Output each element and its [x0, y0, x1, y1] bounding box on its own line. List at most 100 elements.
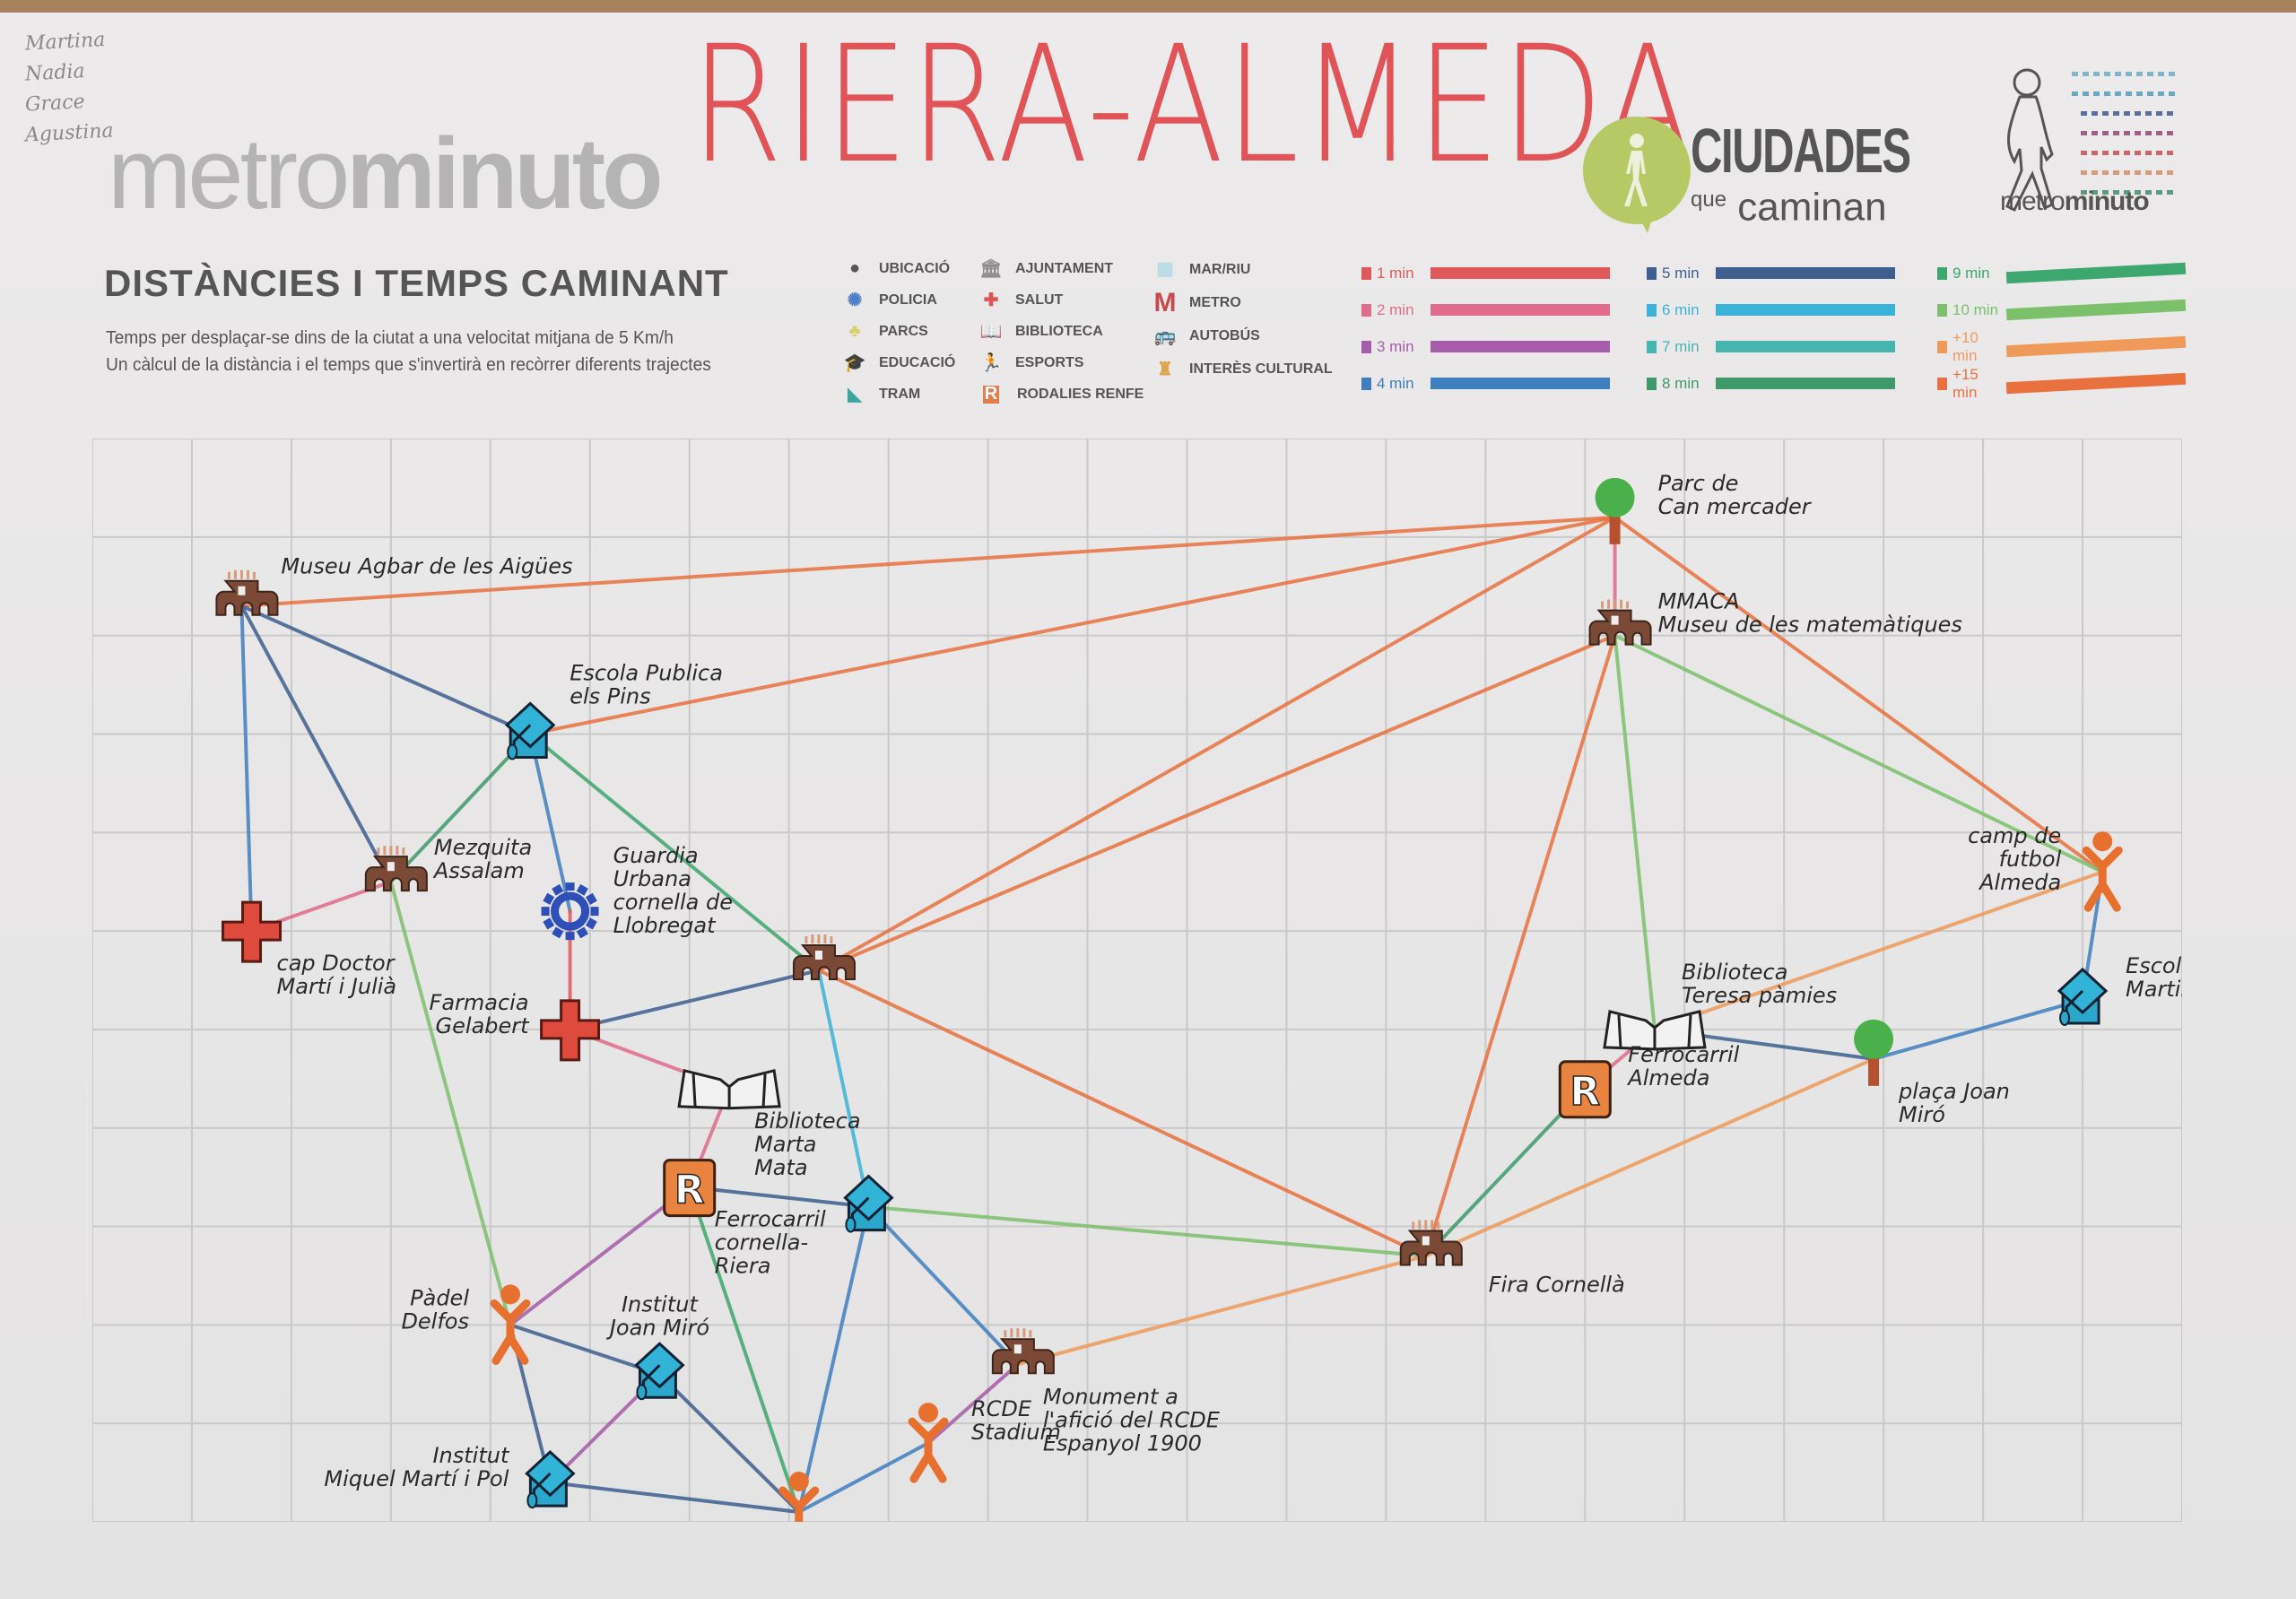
- place-label: Llobregat: [613, 913, 718, 938]
- minutes-legend-item: +15 min: [1937, 365, 2187, 402]
- legend-label: POLICIA: [879, 291, 937, 308]
- minutes-legend-item: 10 min: [1937, 291, 2187, 328]
- grid-lines: [92, 439, 2182, 1522]
- cultural-icon: [1588, 599, 1652, 646]
- route-fira-placa_miro: [1423, 1056, 1876, 1258]
- runner-icon: 🏃: [979, 353, 1003, 373]
- place-escola_martinet[interactable]: EscolaMartinet: [2057, 953, 2182, 1026]
- logo-bold: minuto: [2064, 187, 2150, 216]
- minutes-legend-item: +10 min: [1937, 328, 2187, 365]
- minutes-bar: [2005, 262, 2187, 284]
- water-square-icon: ■: [1155, 252, 1175, 286]
- route-farmacia-ajuntament_center: [568, 969, 821, 1031]
- location-dot-icon: ●: [848, 258, 861, 278]
- minutes-legend-item: 8 min: [1647, 365, 1895, 402]
- place-label: Mezquita: [434, 835, 532, 860]
- library-icon: [1603, 1010, 1707, 1051]
- library-icon: [677, 1068, 781, 1110]
- legend-label: SALUT: [1015, 291, 1064, 308]
- route-camp_cornella-rcde: [796, 1441, 930, 1515]
- legend-label: ESPORTS: [1015, 354, 1084, 370]
- place-label: futbol: [1999, 847, 2062, 872]
- place-label: Parc de: [1658, 471, 1739, 496]
- minutes-legend-item: 4 min: [1361, 365, 1610, 402]
- place-escola_c[interactable]: [843, 1174, 894, 1233]
- legend-item: ■MAR/RIU: [1153, 252, 1333, 286]
- route-ajuntament_center-parc_mercader: [816, 515, 1617, 973]
- bus-icon: 🚌: [1153, 326, 1177, 346]
- place-ajuntament_center[interactable]: [792, 934, 856, 981]
- minutes-label: 5 min: [1662, 264, 1700, 282]
- minutes-legend-item: 9 min: [1937, 255, 2187, 291]
- place-label: Urbana: [613, 866, 691, 891]
- place-label: Institut: [622, 1291, 699, 1317]
- description: Temps per desplaçar-se dins de la ciutat…: [106, 325, 711, 378]
- route-agbar-mesquita: [239, 604, 393, 884]
- place-label: Teresa pàmies: [1682, 983, 1837, 1008]
- place-label: RCDE: [971, 1396, 1032, 1421]
- minutes-bar: [1431, 378, 1610, 389]
- route-fira-ferro_almeda: [1423, 1086, 1587, 1258]
- place-label: camp de: [1968, 823, 2061, 848]
- student-name: Agustina: [24, 119, 115, 147]
- legend-label: AUTOBÚS: [1189, 327, 1260, 343]
- route-placa_miro-escola_martinet: [1872, 997, 2085, 1061]
- description-line: Un càlcul de la distància i el temps que…: [106, 355, 711, 375]
- park-icon: [1595, 477, 1635, 544]
- place-camp_cornella[interactable]: Camp de futbolmunicipal de Cornella: [664, 1472, 899, 1522]
- route-escola_pins-ajuntament_center: [528, 732, 821, 973]
- route-ferro_riera-escola_c: [687, 1185, 871, 1209]
- legend-label: UBICACIÓ: [879, 260, 951, 276]
- place-agbar[interactable]: Museu Agbar de les Aigües: [215, 554, 573, 616]
- place-label: Almeda: [1626, 1065, 1709, 1091]
- minutes-label: 6 min: [1662, 300, 1700, 318]
- rodalies-icon: R: [663, 1159, 717, 1218]
- metro-m-icon: M: [1153, 287, 1177, 317]
- health-icon: [540, 999, 601, 1062]
- education-icon: [504, 701, 556, 760]
- route-inst_marti-camp_cornella: [548, 1481, 801, 1515]
- place-label: Monument a: [1043, 1384, 1178, 1409]
- place-label: Joan Miró: [606, 1315, 709, 1340]
- sports-icon: [2082, 831, 2123, 912]
- place-label: Pàdel: [410, 1285, 469, 1310]
- route-parc_mercader-camp_almeda: [1613, 515, 2105, 874]
- route-padel-inst_miro: [509, 1323, 662, 1377]
- place-label: Marta: [754, 1132, 816, 1157]
- education-icon: [525, 1450, 576, 1509]
- rodalies-r-icon: R: [983, 384, 999, 404]
- health-cross-icon: ✚: [983, 291, 999, 310]
- place-label: Delfos: [401, 1308, 469, 1334]
- place-label: cap Doctor: [277, 951, 396, 976]
- subtitle: DISTÀNCIES I TEMPS CAMINANT: [104, 262, 729, 304]
- place-label: cornella de: [613, 890, 733, 915]
- route-agbar-parc_mercader: [239, 515, 1617, 608]
- legend-item: ◣TRAM: [843, 378, 955, 410]
- route-escola_pins-guardia: [528, 732, 572, 914]
- place-label: Biblioteca: [754, 1108, 860, 1134]
- minutes-bar: [1716, 341, 1895, 352]
- place-fira[interactable]: Fira Cornellà: [1399, 1220, 1625, 1297]
- legend-item: ♣PARCS: [843, 316, 955, 347]
